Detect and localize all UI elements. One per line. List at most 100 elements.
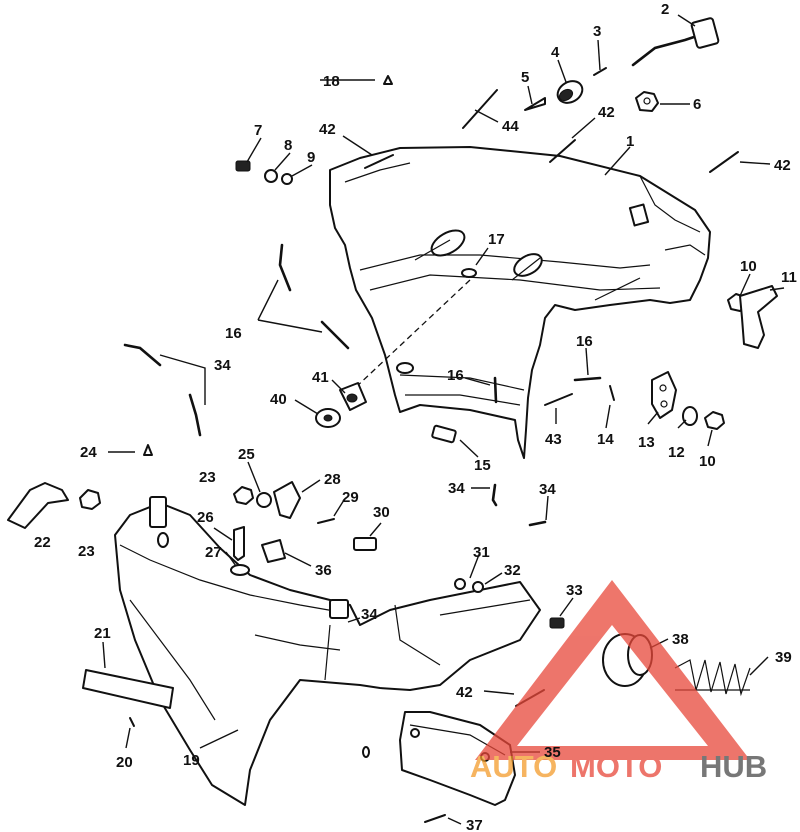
part-11-latch-handle bbox=[739, 285, 778, 349]
callout-38: 38 bbox=[672, 631, 689, 648]
watermark-auto: AUTO bbox=[470, 749, 557, 784]
part-16-wire-b bbox=[320, 320, 350, 350]
callout-42-lower: 42 bbox=[456, 684, 473, 701]
callout-41: 41 bbox=[312, 369, 329, 386]
callout-35: 35 bbox=[544, 744, 561, 761]
callout-10-upper: 10 bbox=[740, 258, 757, 275]
watermark-moto: MOTO bbox=[570, 749, 662, 784]
callout-18: 18 bbox=[323, 73, 340, 90]
watermark-hub: HUB bbox=[700, 749, 767, 784]
callout-4: 4 bbox=[551, 44, 560, 61]
callout-13: 13 bbox=[638, 434, 655, 451]
callout-34-upper-left: 34 bbox=[214, 357, 231, 374]
part-30-block bbox=[353, 537, 377, 551]
callout-17: 17 bbox=[488, 231, 505, 248]
callout-9: 9 bbox=[307, 149, 315, 166]
callout-42-upper-center: 42 bbox=[598, 104, 615, 121]
watermark: AUTO MOTO HUB bbox=[470, 580, 767, 784]
part-23-nut-b bbox=[233, 486, 254, 505]
callout-1: 1 bbox=[626, 133, 634, 150]
part-42-bolt-b bbox=[709, 151, 739, 173]
part-24-plug bbox=[143, 444, 153, 456]
part-5-pin bbox=[524, 97, 546, 111]
callout-23-right: 23 bbox=[199, 469, 216, 486]
part-8-washer bbox=[264, 169, 278, 183]
part-42-bolt-a bbox=[549, 139, 576, 163]
callout-7: 7 bbox=[254, 122, 262, 139]
part-2-cable-connector bbox=[631, 17, 720, 67]
callout-16-right: 16 bbox=[576, 333, 593, 350]
part-44-rod bbox=[462, 89, 498, 129]
part-18-plug bbox=[383, 75, 393, 85]
part-23-nut-a bbox=[79, 489, 101, 510]
callout-44: 44 bbox=[502, 118, 519, 135]
callout-40: 40 bbox=[270, 391, 287, 408]
callout-34-right: 34 bbox=[539, 481, 556, 498]
callout-19: 19 bbox=[183, 752, 200, 769]
part-22-latch-lever bbox=[7, 482, 69, 529]
callout-14: 14 bbox=[597, 431, 614, 448]
callout-29: 29 bbox=[342, 489, 359, 506]
callout-15: 15 bbox=[474, 457, 491, 474]
part-3-screw bbox=[593, 67, 607, 76]
part-16-wire-d bbox=[573, 376, 602, 382]
part-16-wire-a bbox=[278, 243, 292, 292]
callout-34-lower: 34 bbox=[361, 606, 378, 623]
part-26-stud bbox=[233, 526, 245, 561]
part-25-washer bbox=[256, 492, 272, 508]
callout-25: 25 bbox=[238, 446, 255, 463]
part-43-bolt bbox=[544, 393, 573, 406]
callout-16-left: 16 bbox=[225, 325, 242, 342]
callout-39: 39 bbox=[775, 649, 792, 666]
part-16-wire-c bbox=[493, 376, 498, 404]
callout-labels: 1 2 3 4 5 6 7 8 9 10 10 11 12 13 14 15 1… bbox=[34, 1, 797, 832]
part-32-washer bbox=[472, 581, 484, 593]
part-12-washer bbox=[682, 406, 698, 426]
callout-32: 32 bbox=[504, 562, 521, 579]
callout-3: 3 bbox=[593, 23, 601, 40]
callout-20: 20 bbox=[116, 754, 133, 771]
part-21-strip bbox=[82, 669, 174, 709]
callout-23-left: 23 bbox=[78, 543, 95, 560]
callout-24: 24 bbox=[80, 444, 97, 461]
part-34-wire-c bbox=[491, 483, 498, 507]
part-20-screw bbox=[129, 717, 135, 727]
part-14-screw bbox=[609, 385, 615, 401]
part-13-bracket bbox=[651, 371, 677, 419]
leader-lines bbox=[102, 14, 785, 825]
callout-16-center: 16 bbox=[447, 367, 464, 384]
callout-12: 12 bbox=[668, 444, 685, 461]
upper-cowling bbox=[329, 146, 711, 459]
part-31-washer bbox=[454, 578, 466, 590]
callout-27: 27 bbox=[205, 544, 222, 561]
callout-10-lower: 10 bbox=[699, 453, 716, 470]
part-9-washer bbox=[281, 173, 293, 185]
watermark-triangle-icon bbox=[475, 580, 750, 760]
callout-43: 43 bbox=[545, 431, 562, 448]
part-33-screw bbox=[549, 617, 565, 629]
part-37-bolt bbox=[424, 814, 446, 823]
callout-42-upper-left: 42 bbox=[319, 121, 336, 138]
callout-34-center: 34 bbox=[448, 480, 465, 497]
part-29-screw bbox=[317, 518, 335, 524]
part-36-grommet bbox=[261, 539, 286, 563]
callout-11: 11 bbox=[781, 269, 797, 286]
callout-21: 21 bbox=[94, 625, 111, 642]
callout-26: 26 bbox=[197, 509, 214, 526]
part-34-wire-d bbox=[528, 520, 547, 527]
callout-8: 8 bbox=[284, 137, 292, 154]
callout-6: 6 bbox=[693, 96, 701, 113]
callout-5: 5 bbox=[521, 69, 529, 86]
part-28-bracket bbox=[273, 481, 301, 519]
part-34-wire-b bbox=[188, 393, 202, 437]
part-42-bolt-c bbox=[364, 154, 394, 169]
callout-36: 36 bbox=[315, 562, 332, 579]
part-10-nut-b bbox=[704, 411, 725, 430]
part-27-oring bbox=[230, 564, 250, 576]
callout-22: 22 bbox=[34, 534, 51, 551]
callout-28: 28 bbox=[324, 471, 341, 488]
callout-42-upper-right: 42 bbox=[774, 157, 791, 174]
part-15-block bbox=[431, 424, 457, 444]
part-6-nut bbox=[635, 91, 659, 112]
callout-37: 37 bbox=[466, 817, 483, 832]
